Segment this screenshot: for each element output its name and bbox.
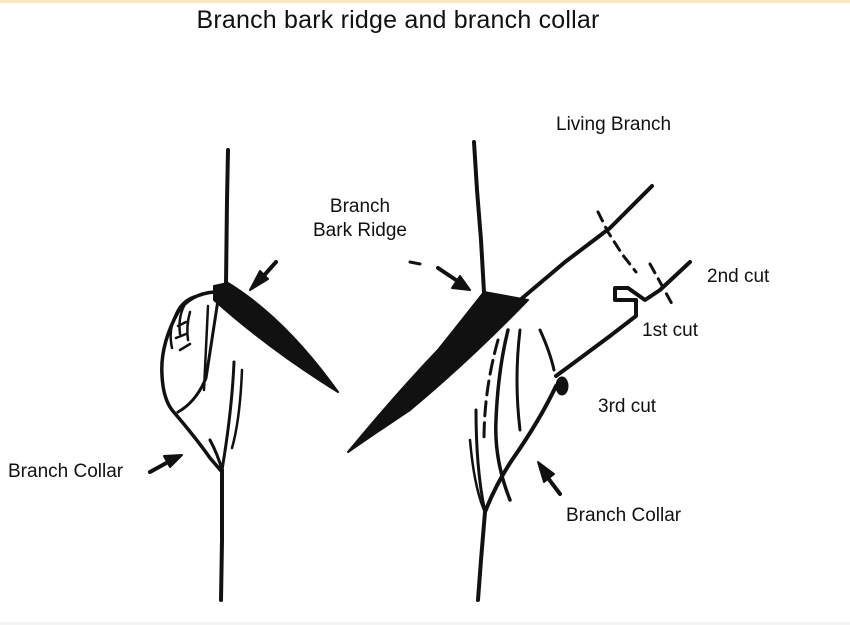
first-cut-dashed xyxy=(596,210,638,274)
left-collar-line-a xyxy=(176,298,220,414)
right-trunk-lower xyxy=(476,510,487,602)
right-branch-upper-edge xyxy=(518,184,654,302)
branch-collar-left-label: Branch Collar xyxy=(8,461,124,482)
second-cut-label: 2nd cut xyxy=(707,266,770,287)
right-collar-arrow-head xyxy=(537,461,555,483)
branch-bark-ridge-label-line1: Branch xyxy=(329,196,391,217)
right-collar-line-c xyxy=(515,328,522,432)
left-collar-line-b xyxy=(202,304,210,392)
right-ridge-arrow-tick xyxy=(408,260,422,266)
left-trunk-lower xyxy=(219,468,224,602)
right-collar-line-f xyxy=(468,438,486,512)
third-cut-mark xyxy=(555,376,569,396)
left-tree xyxy=(148,148,339,602)
left-collar-line-d xyxy=(230,368,244,450)
left-collar-line-e xyxy=(208,438,224,472)
right-collar-line-a xyxy=(494,328,512,502)
left-collar-line-c xyxy=(220,360,236,472)
third-cut-label: 3rd cut xyxy=(598,396,657,417)
right-collar-line-d xyxy=(538,328,556,372)
right-trunk-upper xyxy=(472,140,486,294)
living-branch-label: Living Branch xyxy=(556,114,672,135)
right-collar-line-b xyxy=(482,338,500,442)
right-collar-line-e xyxy=(474,408,487,514)
branch-bark-ridge-label-line2: Bark Ridge xyxy=(313,220,407,241)
right-branch-lower-edge xyxy=(554,260,692,378)
left-branch-bark-ridge xyxy=(213,282,339,393)
left-collar-arrow-head xyxy=(163,454,183,468)
left-collar-outline xyxy=(160,290,224,474)
diagram-title: Branch bark ridge and branch collar xyxy=(196,6,600,34)
left-ridge-arrow-head xyxy=(249,270,269,291)
top-accent-rule xyxy=(0,0,850,3)
bottom-rule xyxy=(0,622,850,625)
second-cut-dashed xyxy=(648,262,674,306)
right-ridge-arrow-head xyxy=(451,275,471,291)
right-ridge-arrow-shaft xyxy=(436,266,458,282)
right-collar-arrow-shaft xyxy=(546,476,562,496)
left-stub-texture xyxy=(174,320,192,352)
right-tree xyxy=(347,140,692,602)
left-stub-end xyxy=(169,294,198,350)
first-cut-label: 1st cut xyxy=(642,320,698,341)
branch-collar-right-label: Branch Collar xyxy=(566,505,682,526)
right-branch-bark-ridge xyxy=(347,291,529,453)
left-trunk-upper xyxy=(224,148,230,287)
right-branch-underside xyxy=(483,384,558,514)
